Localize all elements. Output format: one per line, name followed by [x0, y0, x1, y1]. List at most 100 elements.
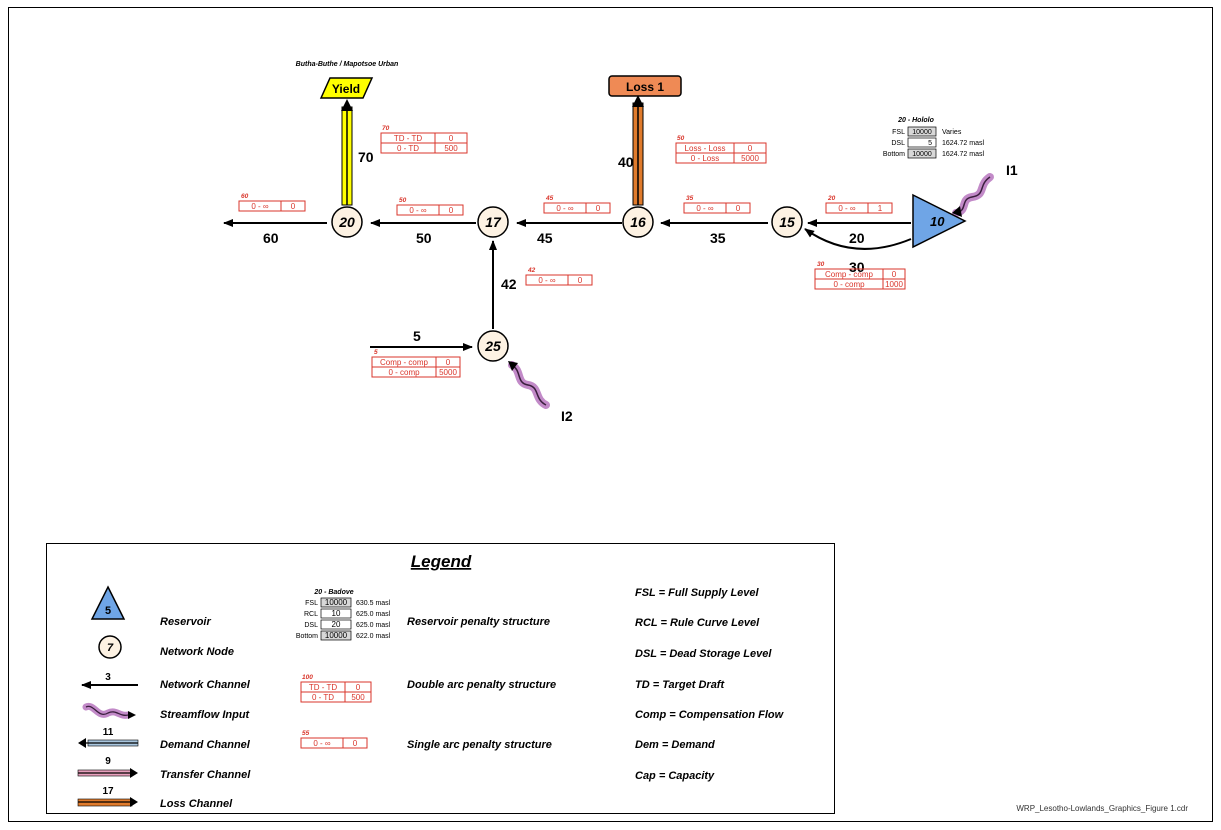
legend-bottom-value: 10000 [325, 631, 348, 640]
node-number: 25 [484, 338, 501, 354]
penalty-30 [814, 268, 906, 290]
penalty-cell: 0 - comp [388, 368, 420, 377]
penalty-cell: 0 - comp [833, 280, 865, 289]
figure-frame: 10 20 - Hololo FSL 10000 Varies DSL 5 16… [8, 7, 1213, 822]
legend-double-arc: 100 TD - TD 0 0 - TD 500 [300, 674, 372, 703]
penalty-35 [683, 202, 751, 214]
demand-channel-70 [341, 99, 353, 206]
legend-reservoir-icon: 5 [90, 585, 126, 620]
legend-streamflow-label: Streamflow Input [160, 709, 251, 721]
penalty-cell: 0 - ∞ [556, 204, 574, 213]
fsl-label: FSL [892, 129, 905, 136]
yield-title: Butha-Buthe / Mapotsoe Urban [296, 61, 399, 68]
penalty-5 [371, 356, 461, 378]
legend-single-arc-cell: 0 - ∞ [313, 739, 331, 748]
legend-node-label: Network Node [160, 646, 234, 658]
legend-reservoir-penalty-name: 20 - Badove [313, 589, 353, 596]
loss-node[interactable]: Loss 1 [608, 75, 682, 97]
inflow-label-i2: I2 [561, 408, 573, 424]
penalty-cell: 0 [449, 206, 454, 215]
penalty-20 [825, 202, 893, 214]
node-17[interactable]: 17 [477, 206, 509, 238]
penalty-cell: 0 - ∞ [409, 206, 427, 215]
penalty-number: 20 [827, 195, 836, 202]
legend-abbreviations: FSL = Full Supply Level RCL = Rule Curve… [635, 587, 785, 782]
penalty-cell: 0 - ∞ [538, 276, 556, 285]
reservoir-penalty-table: 20 - Hololo FSL 10000 Varies DSL 5 1624.… [883, 117, 984, 159]
legend-fsl-value: 10000 [325, 598, 348, 607]
yield-demand-node[interactable]: Butha-Buthe / Mapotsoe Urban Yield [296, 61, 399, 99]
legend-node-number: 7 [107, 642, 114, 654]
penalty-cell: 0 [446, 358, 451, 367]
node-number: 16 [630, 214, 646, 230]
legend-double-arc-cell: 0 [356, 683, 361, 692]
node-15[interactable]: 15 [771, 206, 803, 238]
penalty-number: 50 [677, 135, 685, 142]
penalty-45 [543, 202, 611, 214]
channel-30 [804, 228, 912, 250]
legend-loss-number: 17 [102, 786, 114, 797]
streamflow-input-i2 [508, 361, 550, 409]
penalty-cell: 0 [736, 204, 741, 213]
legend-demand-channel-icon: 11 [78, 727, 139, 748]
penalty-50 [396, 204, 464, 216]
penalty-cell: 0 [449, 134, 454, 143]
yield-label: Yield [332, 82, 360, 96]
penalty-cell: 5000 [439, 368, 457, 377]
penalty-cell: 500 [444, 144, 458, 153]
channel-label-30: 30 [849, 259, 865, 275]
dsl-level: 1624.72 masl [942, 140, 984, 147]
penalty-number: 30 [817, 261, 825, 268]
legend-single-arc-number: 55 [302, 730, 310, 737]
node-25[interactable]: 25 [477, 330, 509, 362]
penalty-texts: 60 0 - ∞ 0 50 0 - ∞ 0 45 0 - ∞ 0 35 0 - … [241, 125, 903, 377]
inflow-label-i1: I1 [1006, 162, 1018, 178]
bottom-label: Bottom [883, 151, 905, 158]
network-channels [223, 219, 912, 351]
abbreviation: RCL = Rule Curve Level [635, 617, 760, 629]
penalty-40 [675, 142, 767, 164]
legend-streamflow-icon [82, 702, 136, 719]
channel-label-70: 70 [358, 149, 374, 165]
legend-reservoir-penalty: 20 - Badove FSL 10000 630.5 masl RCL 10 … [296, 589, 391, 641]
legend-loss-channel-icon: 17 [77, 786, 138, 807]
dsl-label: DSL [891, 140, 905, 147]
legend-network-channel-icon: 3 [81, 672, 138, 689]
penalty-cell: 0 - ∞ [696, 204, 714, 213]
reservoir-10[interactable]: 10 [912, 193, 967, 249]
penalty-cell: 0 - TD [397, 144, 419, 153]
legend-rcl-value: 10 [332, 609, 341, 618]
legend-reservoir-label: Reservoir [160, 616, 211, 628]
penalty-cell: 5000 [741, 154, 759, 163]
reservoir-number: 10 [930, 214, 945, 229]
legend-demand-number: 11 [103, 727, 114, 738]
penalty-70 [380, 132, 468, 154]
footer-filename: WRP_Lesotho-Lowlands_Graphics_Figure 1.c… [1016, 804, 1188, 813]
legend-bottom-level: 622.0 masl [356, 633, 391, 640]
penalty-cell: Comp - comp [380, 358, 429, 367]
legend-fsl-label: FSL [305, 600, 318, 607]
penalty-cell: 0 - Loss [691, 154, 719, 163]
reservoir-name: 20 - Hololo [897, 117, 935, 124]
node-20[interactable]: 20 [331, 206, 363, 238]
abbreviation: FSL = Full Supply Level [635, 587, 760, 599]
legend-bottom-label: Bottom [296, 633, 318, 640]
fsl-value: 10000 [912, 129, 932, 136]
penalty-cell: 0 [596, 204, 601, 213]
legend-double-arc-cell: 500 [351, 693, 365, 702]
legend-dsl-label: DSL [304, 622, 318, 629]
legend-title: Legend [411, 552, 472, 571]
legend-reservoir-penalty-caption: Reservoir penalty structure [407, 616, 550, 628]
penalty-cell: 1000 [885, 280, 903, 289]
abbreviation: Dem = Demand [635, 739, 715, 751]
penalty-number: 5 [374, 349, 378, 356]
node-16[interactable]: 16 [622, 206, 654, 238]
penalty-cell: Comp - comp [825, 270, 874, 279]
legend-node-icon: 7 [98, 635, 122, 659]
channel-labels: 60 50 45 35 20 30 42 5 70 40 I1 I2 [263, 149, 1018, 424]
channel-label-40: 40 [618, 154, 634, 170]
legend-single-arc-caption: Single arc penalty structure [407, 739, 552, 751]
legend-dsl-level: 625.0 masl [356, 622, 391, 629]
legend: Legend 5 Reservoir 7 Network Node 3 Netw… [46, 543, 835, 814]
penalty-number: 35 [686, 195, 694, 202]
